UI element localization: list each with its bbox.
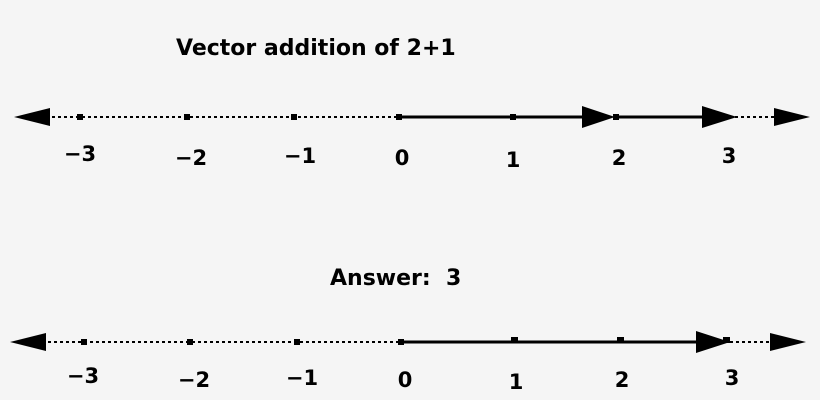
tick-label: 2	[614, 368, 630, 392]
tick-label: 0	[397, 368, 413, 392]
tick-label: 3	[724, 366, 740, 390]
left-arrow-icon	[10, 333, 46, 351]
tick-label: 0	[394, 146, 410, 170]
tick-label: −1	[285, 366, 319, 390]
tick-label: 1	[505, 148, 521, 172]
tick-label: 2	[611, 146, 627, 170]
number-line-1	[14, 106, 810, 128]
tick-label: −2	[177, 368, 211, 392]
tick-label: 1	[508, 370, 524, 394]
tick-label: −3	[63, 142, 97, 166]
right-arrow-icon	[774, 108, 810, 126]
right-arrow-icon	[770, 333, 806, 351]
diagram1-title: Vector addition of 2+1	[176, 36, 456, 61]
tick-label: −2	[174, 146, 208, 170]
left-arrow-icon	[14, 108, 50, 126]
tick-label: −1	[283, 144, 317, 168]
diagram2-title: Answer: 3	[330, 266, 462, 291]
tick-label: 3	[721, 144, 737, 168]
tick-label: −3	[66, 364, 100, 388]
number-line-2	[10, 331, 806, 353]
